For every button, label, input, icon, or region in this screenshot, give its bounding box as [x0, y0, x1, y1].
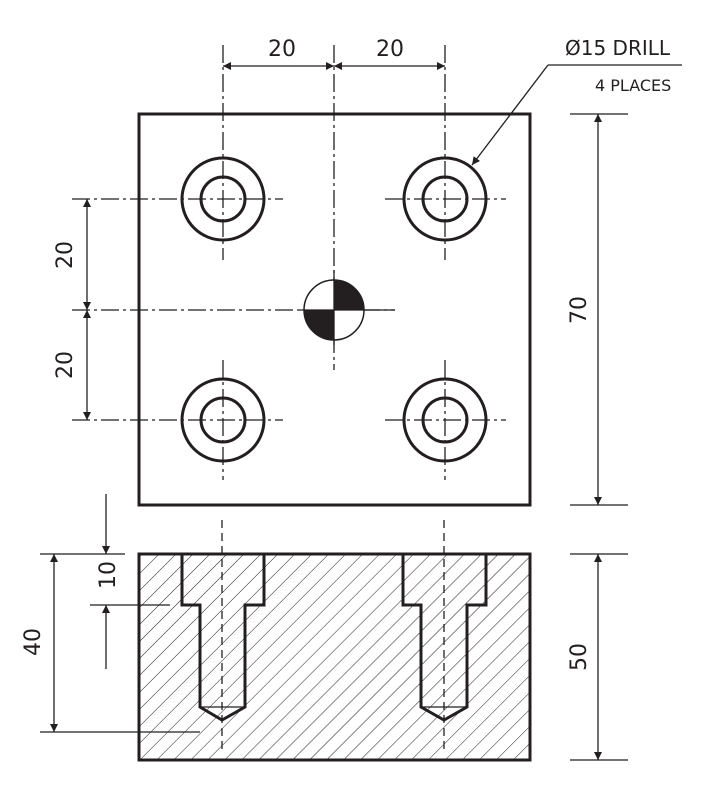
top-view	[72, 45, 532, 507]
counterbored-hole-right	[401, 552, 488, 722]
section-view	[137, 520, 532, 762]
hole-bottom-right	[402, 377, 488, 463]
dim-counterbore-depth: 10	[96, 561, 121, 589]
dim-top-left: 20	[268, 37, 296, 62]
hole-top-left	[180, 156, 266, 242]
dim-drill-depth: 40	[21, 628, 46, 656]
section-hatching	[139, 554, 530, 760]
hole-bottom-left	[180, 377, 266, 463]
dimensions: 20 20 20 20 70 10 40 50 Ø15 DRILL 4	[21, 36, 682, 761]
hole-top-right	[402, 156, 488, 242]
dim-top-right: 20	[376, 37, 404, 62]
section-outline	[137, 552, 532, 762]
callout-drill-size: Ø15 DRILL	[565, 36, 671, 60]
counterbored-hole-left	[180, 552, 266, 722]
callout-quantity: 4 PLACES	[595, 76, 671, 95]
dim-plate-height: 70	[567, 296, 592, 324]
dim-left-upper: 20	[53, 241, 78, 269]
drill-callout: Ø15 DRILL 4 PLACES	[471, 36, 682, 166]
dim-left-lower: 20	[53, 351, 78, 379]
center-of-gravity-symbol	[300, 270, 395, 345]
dim-section-thickness: 50	[567, 643, 592, 671]
